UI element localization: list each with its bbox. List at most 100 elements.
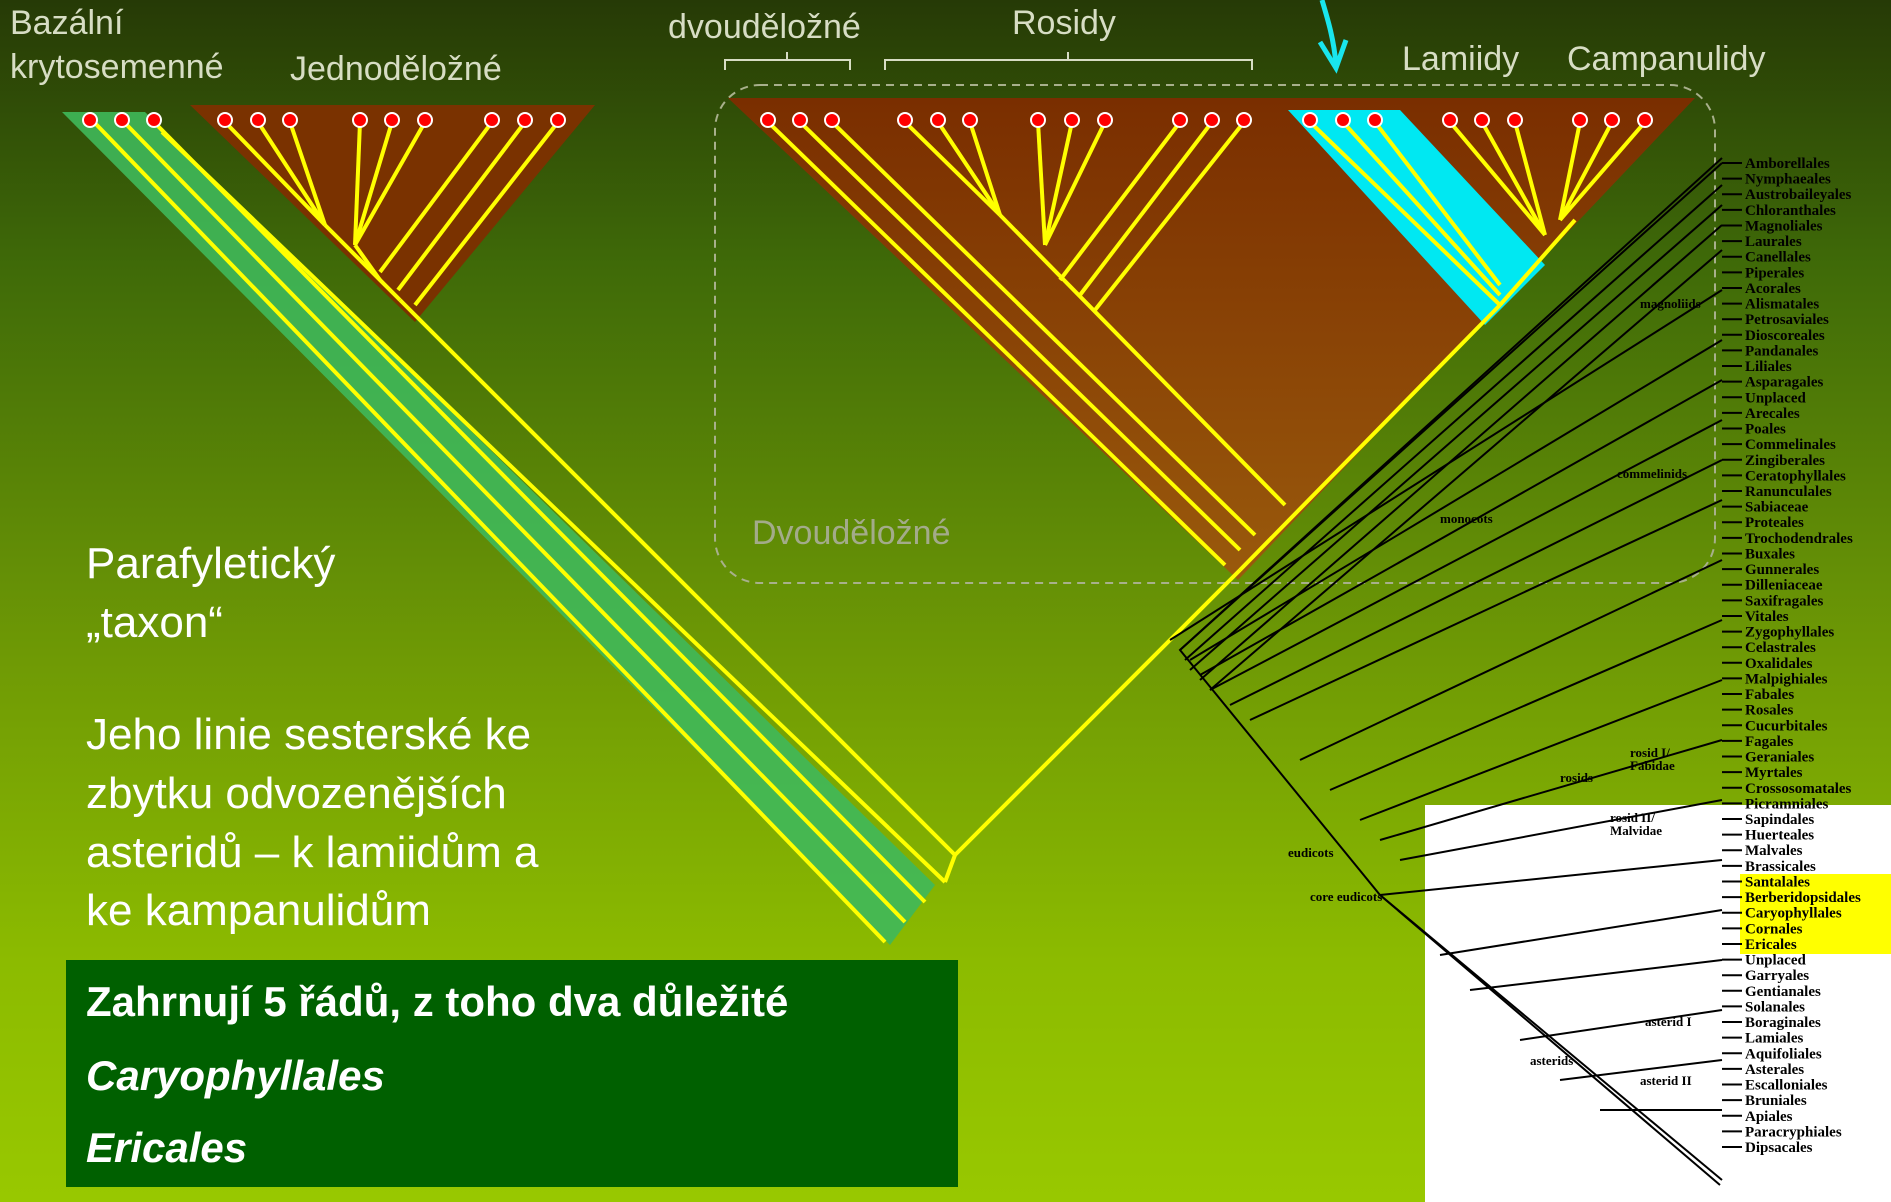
taxon-label: Garryales (1745, 968, 1809, 984)
rosid1-label-a: rosid I/ (1630, 745, 1670, 760)
tree-branch (1199, 379, 1723, 676)
taxon-labels: AmborellalesNymphaealesAustrobaileyalesC… (1745, 156, 1861, 1156)
taxon-label: Piperales (1745, 265, 1804, 281)
tree-branch (1329, 619, 1723, 791)
tree-branch (1189, 339, 1723, 661)
asterid1-label: asterid I (1645, 1014, 1692, 1029)
dicots-bracket (724, 52, 851, 70)
tree-branch (1469, 959, 1723, 991)
tree-branch (1359, 679, 1723, 821)
summary-line-2: Caryophyllales (86, 1052, 385, 1099)
taxon-label: Brassicales (1745, 859, 1816, 875)
summary-box: Zahrnují 5 řádů, z toho dva důležité Car… (66, 960, 958, 1187)
taxon-label: Cucurbitales (1745, 718, 1828, 734)
tree-branch (1209, 249, 1723, 691)
taxon-label: Sapindales (1745, 812, 1814, 828)
taxon-label: Malpighiales (1745, 671, 1828, 687)
rosid1-label-b: Fabidae (1630, 758, 1675, 773)
taxon-label: Laurales (1745, 234, 1802, 250)
taxon-label: Canellales (1745, 250, 1811, 266)
dicot-triangle (728, 98, 1695, 580)
taxon-label: Unplaced (1745, 390, 1807, 406)
taxon-label: Trochodendrales (1745, 531, 1853, 547)
taxon-label: Rosales (1745, 703, 1793, 719)
taxon-label: Cornales (1745, 921, 1803, 937)
dicots-box-label: Dvouděložné (752, 514, 951, 552)
white-panel (1425, 805, 1891, 1202)
core-eudicots-label: core eudicots (1310, 889, 1382, 904)
taxon-label: Pandanales (1745, 343, 1819, 359)
taxon-label: Santalales (1745, 874, 1810, 890)
tree-branch (1229, 459, 1723, 706)
campanulids-label: Campanulidy (1567, 40, 1766, 78)
taxon-label: Myrtales (1745, 765, 1803, 781)
taxon-label: Amborellales (1745, 156, 1830, 172)
tree-branch (1519, 1009, 1723, 1041)
sister-text-2: zbytku odvozenějších (86, 769, 507, 818)
tree-branch (1439, 909, 1723, 956)
tree-backbone (1178, 157, 1723, 1186)
taxon-label: Liliales (1745, 359, 1792, 375)
tree-branch (1189, 204, 1723, 671)
taxon-label: Dipsacales (1745, 1140, 1813, 1156)
taxon-label: Huerteales (1745, 828, 1814, 844)
summary-line-1: Zahrnují 5 řádů, z toho dva důležité (86, 978, 789, 1025)
eudicots-label: eudicots (1288, 845, 1334, 860)
taxon-label: Poales (1745, 422, 1786, 438)
tree-branch (1249, 499, 1723, 721)
taxon-label: Buxales (1745, 546, 1795, 562)
tree-branch (1559, 1059, 1723, 1081)
taxon-label: Gentianales (1745, 984, 1821, 1000)
rosid2-label-a: rosid II/ (1610, 810, 1655, 825)
taxon-label: Bruniales (1745, 1093, 1807, 1109)
taxon-label: Paracryphiales (1745, 1124, 1842, 1140)
taxon-label: Zygophyllales (1745, 625, 1834, 641)
taxon-label: Lamiales (1745, 1031, 1803, 1047)
taxon-label: Saxifragales (1745, 593, 1823, 609)
node-labels: magnoliids commelinids monocots rosid I/… (1288, 296, 1701, 1088)
taxon-label: Celastrales (1745, 640, 1816, 656)
tree-branch (1379, 859, 1723, 896)
tree-branch (1184, 184, 1723, 661)
taxon-label: Vitales (1745, 609, 1789, 625)
taxon-label: Ericales (1745, 937, 1797, 953)
taxon-label: Boraginales (1745, 1015, 1821, 1031)
basal-label-1: Bazální (10, 4, 124, 42)
dicots-dashed-box (714, 84, 1716, 584)
taxon-label: Fabales (1745, 687, 1794, 703)
taxon-label: Fagales (1745, 734, 1793, 750)
taxon-label: Ranunculales (1745, 484, 1832, 500)
commelinids-label: commelinids (1617, 466, 1687, 481)
taxon-label: Petrosaviales (1745, 312, 1829, 328)
sister-text-3: asteridů – k lamiidům a (86, 828, 539, 877)
rosids-label-top: Rosidy (1012, 4, 1116, 42)
asterids-label: asterids (1530, 1053, 1573, 1068)
summary-line-3: Ericales (86, 1124, 248, 1171)
paraphyletic-line-2: „taxon“ (86, 598, 223, 647)
magnoliids-label: magnoliids (1640, 296, 1701, 311)
taxon-label: Chloranthales (1745, 203, 1836, 219)
taxon-label: Acorales (1745, 281, 1801, 297)
taxon-label: Sabiaceae (1745, 500, 1809, 516)
rosid2-label-b: Malvidae (1610, 823, 1662, 838)
monocots-label: monocots (1440, 511, 1493, 526)
tree-branch (1199, 224, 1723, 681)
taxon-label: Magnoliales (1745, 218, 1823, 234)
dicots-label-top: dvouděložné (668, 8, 861, 46)
highlight-orders (1740, 874, 1891, 954)
taxon-label: Nymphaeales (1745, 172, 1831, 188)
taxon-label: Dilleniaceae (1745, 578, 1823, 594)
basal-green-band (62, 112, 935, 945)
taxon-label: Crossosomatales (1745, 781, 1852, 797)
basal-label-2: krytosemenné (10, 48, 224, 86)
taxon-label: Unplaced (1745, 953, 1807, 969)
taxon-label: Berberidopsidales (1745, 890, 1861, 906)
taxon-label: Picramniales (1745, 796, 1828, 812)
tree-branch (1299, 559, 1723, 761)
cyan-arrow-icon (1317, 0, 1349, 74)
taxon-label: Alismatales (1745, 297, 1819, 313)
taxon-label: Solanales (1745, 999, 1805, 1015)
taxon-label: Dioscoreales (1745, 328, 1825, 344)
yellow-lineages (90, 118, 1647, 944)
